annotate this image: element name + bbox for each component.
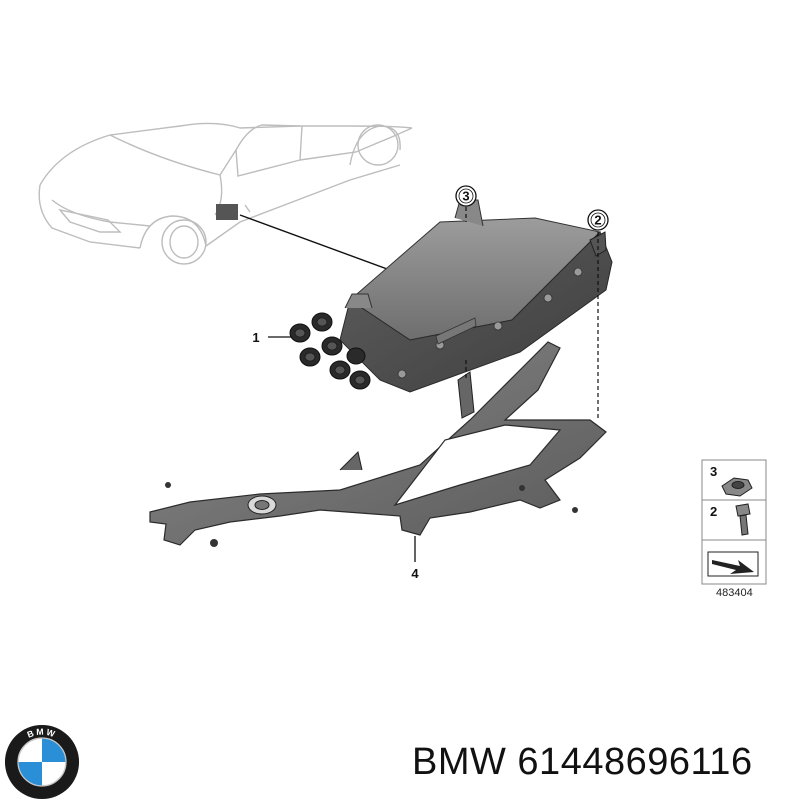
solid-leader-lines [268,336,416,562]
control-module [289,199,613,393]
car-leader-line [239,214,399,274]
arrow-icon [707,551,759,577]
car-mount-marker [216,204,238,220]
logo-brand-letters: BMW [26,727,58,740]
bolt-icon [735,503,751,536]
nut-icon [721,477,753,497]
mounting-bracket [149,341,607,547]
callout-2: 2 [587,209,609,231]
part-number-caption: BMW 61448696116 [412,741,753,783]
logo-blue-quadrant-b [18,762,42,786]
legend-item-3-number: 3 [710,464,717,479]
logo-blue-quadrant-a [42,738,66,762]
callout-3-label: 3 [462,189,469,204]
legend-item-2-number: 2 [710,504,717,519]
callout-4-label: 4 [411,566,419,581]
callout-2-label: 2 [594,213,601,228]
callout-3: 3 [455,185,477,207]
reference-code: 483404 [716,587,753,599]
parts-legend: 3 2 483404 [701,459,767,599]
dashed-leader-lines [465,207,599,420]
bmw-logo: BMW [4,724,80,800]
callout-1-label: 1 [252,330,259,345]
car-outline [38,122,413,265]
